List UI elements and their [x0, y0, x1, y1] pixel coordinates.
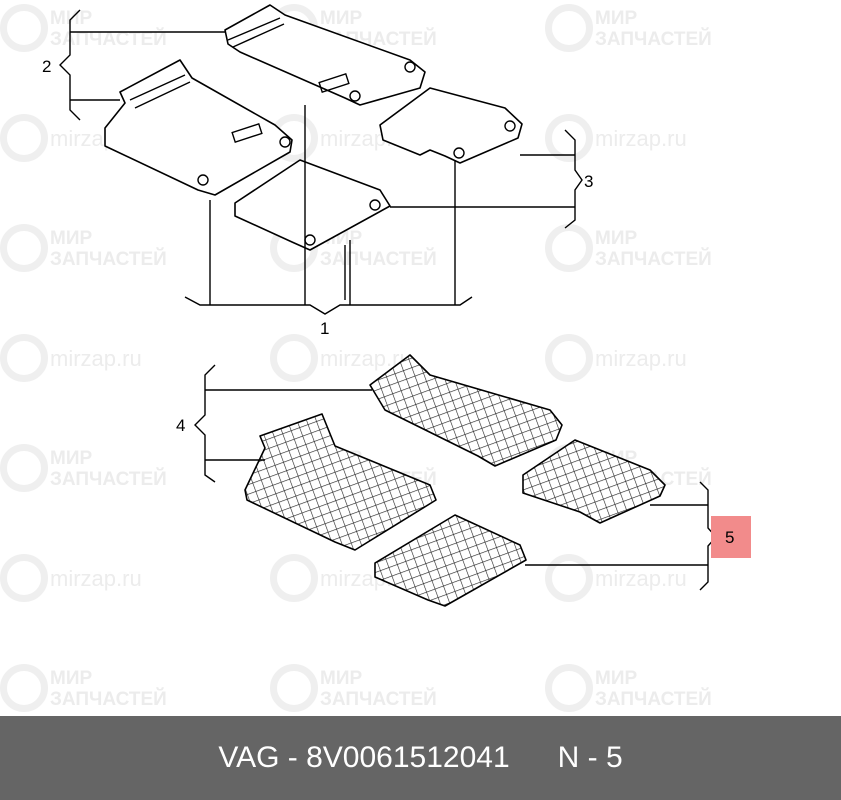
mat-front-right [224, 4, 426, 106]
mat-rear-right [379, 87, 523, 164]
rubber-mat-front-left [244, 413, 437, 551]
part-number: VAG - 8V0061512041 [218, 741, 510, 774]
highlight-box [711, 516, 751, 558]
parts-diagram: 1 2 3 4 5 [42, 4, 751, 607]
callout-5: 5 [725, 528, 734, 547]
mat-front-left [104, 59, 293, 196]
rubber-mat-front-right [369, 354, 563, 467]
mat-rear-center [234, 159, 391, 251]
callout-4: 4 [176, 416, 185, 435]
callout-1: 1 [320, 319, 329, 338]
callout-3: 3 [584, 172, 593, 191]
reference-number: N - 5 [557, 741, 623, 774]
rubber-mat-rear-right [522, 439, 666, 524]
part-number-bar: VAG - 8V0061512041 N - 5 [0, 716, 841, 800]
callout-2: 2 [42, 57, 51, 76]
rubber-mat-rear-center [374, 514, 527, 607]
